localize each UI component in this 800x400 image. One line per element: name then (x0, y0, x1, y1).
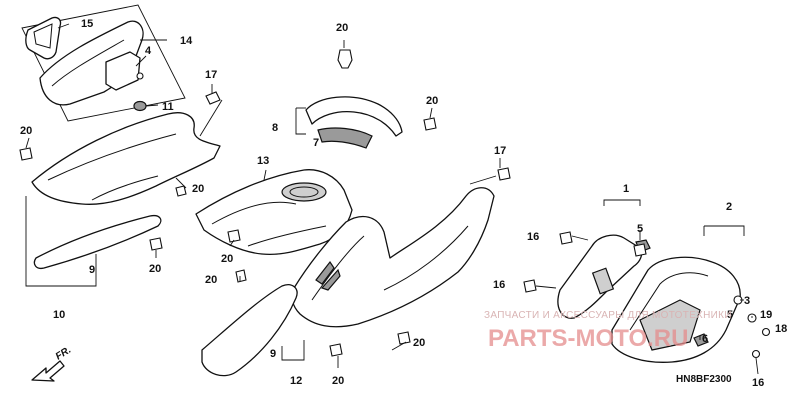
callout-5-b: 5 (727, 309, 733, 321)
callout-17-a: 17 (205, 69, 217, 81)
part-2-assembly (611, 225, 771, 363)
part-2-mount-plate[interactable] (639, 299, 701, 351)
watermark-tagline: ЗАПЧАСТИ И АКСЕССУАРЫ ДЛЯ МОТОТЕХНИКИ (484, 310, 732, 321)
front-arrow-icon (31, 360, 65, 382)
callout-4: 4 (145, 45, 152, 57)
part-10-side-cover[interactable] (31, 112, 221, 205)
callout-15: 15 (81, 18, 93, 30)
direction-label: FR. (54, 345, 73, 363)
part-10-assembly (25, 100, 221, 287)
fuel-cap-recess[interactable] (281, 182, 327, 202)
callout-9-b: 9 (270, 348, 276, 360)
part-8-assembly (295, 96, 403, 149)
part-1-slot (591, 267, 615, 295)
part-20-bolt-f[interactable] (227, 229, 241, 243)
callout-18: 18 (775, 323, 787, 335)
part-5-nut-b[interactable] (633, 243, 647, 257)
part-4-panel[interactable] (105, 51, 141, 91)
part-8-handle[interactable] (305, 96, 403, 137)
callout-6: 6 (702, 333, 708, 345)
callout-10: 10 (53, 309, 65, 321)
part-20-bolt-g[interactable] (235, 269, 247, 283)
part-20-bolt-a[interactable] (337, 49, 353, 69)
part-6-clip[interactable] (693, 333, 709, 347)
callout-20-h: 20 (332, 375, 344, 387)
part-7-pad[interactable] (317, 127, 373, 149)
part-11-grommet[interactable] (133, 100, 147, 112)
part-17-bolt-b[interactable] (497, 167, 511, 181)
part-20-bolt-d[interactable] (175, 185, 187, 197)
callout-13: 13 (257, 155, 269, 167)
callout-16-a: 16 (527, 231, 539, 243)
callout-20-f: 20 (221, 253, 233, 265)
watermark: ЗАПЧАСТИ И АКСЕССУАРЫ ДЛЯ МОТОТЕХНИКИ PA… (484, 310, 732, 352)
callout-11: 11 (162, 101, 174, 113)
part-20-bolt-e[interactable] (149, 237, 163, 251)
part-20-bolt-c[interactable] (423, 117, 437, 131)
callout-5-a: 5 (637, 223, 643, 235)
callout-16-c: 16 (752, 377, 764, 389)
callout-17-b: 17 (494, 145, 506, 157)
part-16-bolt-b[interactable] (523, 279, 537, 293)
callout-3: 3 (744, 295, 750, 307)
callout-labels: 15 4 14 11 17 20 20 9 10 20 13 20 20 20 … (20, 18, 787, 389)
callout-20-i: 20 (413, 337, 425, 349)
callout-9-a: 9 (89, 264, 95, 276)
part-9-right-trim[interactable] (201, 284, 298, 377)
part-9-left-trim[interactable] (33, 214, 162, 270)
part-12-assembly (201, 187, 495, 377)
callout-1: 1 (623, 183, 629, 195)
part-20-bolt-b[interactable] (19, 147, 33, 161)
part-20-bolt-i[interactable] (397, 331, 411, 345)
callout-20-c: 20 (426, 95, 438, 107)
callout-20-e: 20 (149, 263, 161, 275)
callout-20-g: 20 (205, 274, 217, 286)
callout-20-b: 20 (20, 125, 32, 137)
part-18-bolt[interactable] (761, 327, 771, 337)
callout-20-d: 20 (192, 183, 204, 195)
watermark-brand: PARTS-MOTO.RU (488, 325, 688, 352)
callout-14: 14 (180, 35, 193, 47)
callout-7: 7 (313, 137, 319, 149)
part-4-screw[interactable] (136, 72, 144, 80)
direction-arrow: FR. (31, 345, 73, 382)
part-16-bolt-c[interactable] (751, 349, 761, 359)
leader-lines (25, 23, 759, 375)
callout-16-b: 16 (493, 279, 505, 291)
fasteners (19, 49, 647, 357)
callout-19: 19 (760, 309, 772, 321)
part-15-emblem[interactable] (25, 16, 62, 60)
callout-20-a: 20 (336, 22, 348, 34)
part-12-body-cover[interactable] (291, 187, 495, 328)
callout-2: 2 (726, 201, 732, 213)
part-16-bolt-a[interactable] (559, 231, 573, 245)
inset-part-14 (21, 4, 186, 122)
wing-logo-icon (315, 260, 341, 291)
part-17-bolt-a[interactable] (205, 91, 221, 105)
callout-8: 8 (272, 122, 278, 134)
callout-12: 12 (290, 375, 302, 387)
part-20-bolt-h[interactable] (329, 343, 343, 357)
diagram-code: HN8BF2300 (676, 374, 732, 385)
